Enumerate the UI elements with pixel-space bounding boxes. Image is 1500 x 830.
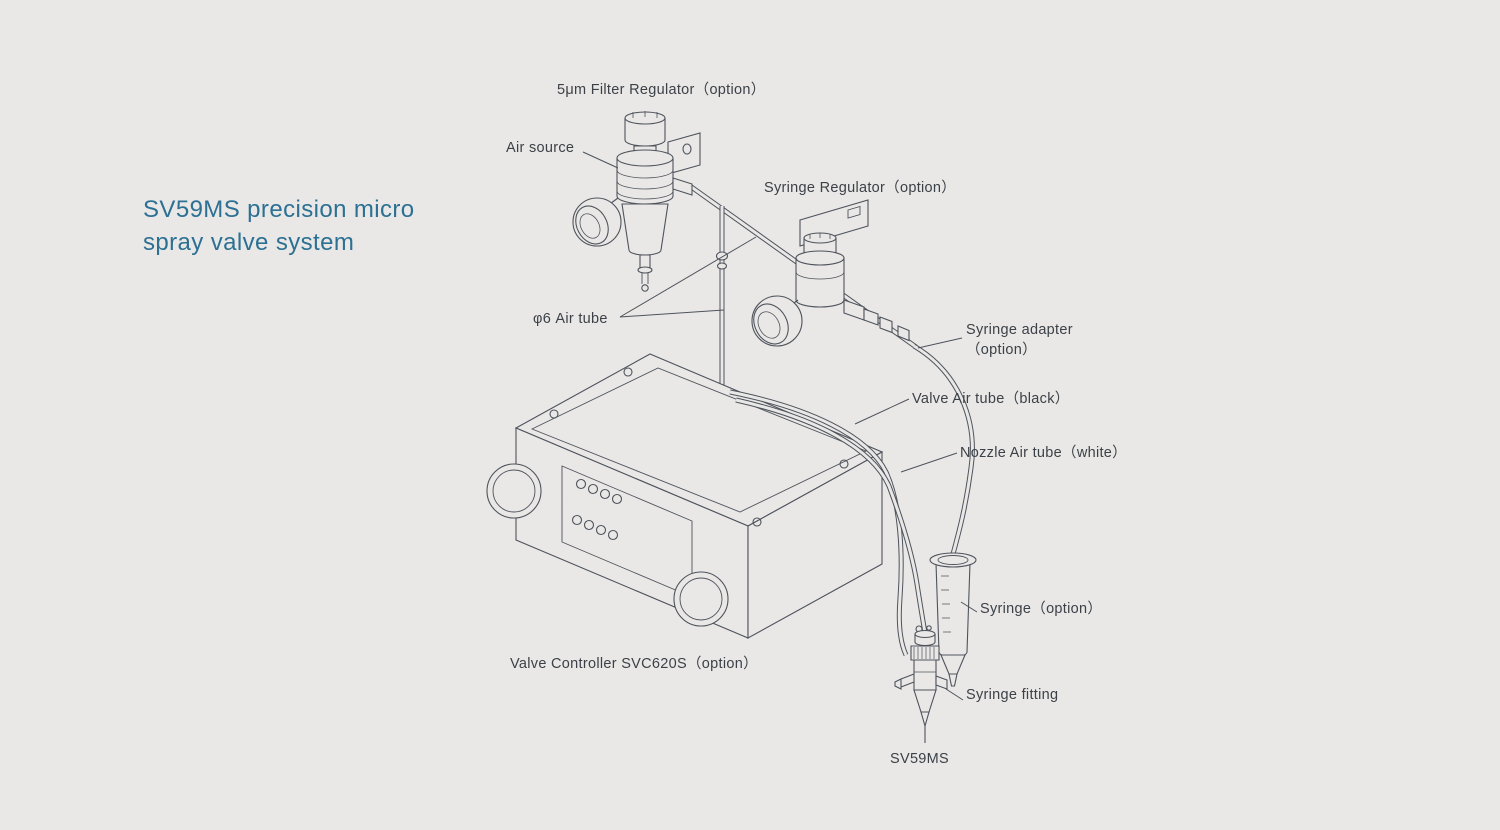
- label-syringe-fitting: Syringe fitting: [966, 687, 1059, 703]
- label-syringe-adapter-line2: （option）: [966, 342, 1037, 358]
- page-title: SV59MS precision micro spray valve syste…: [143, 193, 415, 259]
- label-nozzle-air-tube: Nozzle Air tube（white）: [960, 445, 1127, 461]
- page-title-line1: SV59MS precision micro: [143, 196, 415, 223]
- page-title-line2: spray valve system: [143, 229, 355, 256]
- label-syringe-adapter: Syringe adapter （option）: [966, 320, 1073, 360]
- label-valve-air-tube: Valve Air tube（black）: [912, 391, 1070, 407]
- valve-nozzle-tubes-drawing: [729, 389, 930, 657]
- syringe-adapter-drawing: [879, 316, 910, 342]
- label-syringe-regulator: Syringe Regulator（option）: [764, 180, 957, 196]
- filter-regulator-drawing: [572, 111, 701, 292]
- label-valve-controller: Valve Controller SVC620S（option）: [510, 656, 758, 672]
- label-air-source: Air source: [506, 140, 575, 156]
- syringe-tube-drawing: [912, 343, 975, 555]
- valve-controller-drawing: [486, 353, 884, 639]
- label-syringe: Syringe（option）: [980, 601, 1103, 617]
- label-sv59ms: SV59MS: [890, 751, 950, 767]
- spray-valve-drawing: [894, 625, 948, 743]
- label-air-tube: φ6 Air tube: [533, 311, 608, 327]
- label-syringe-adapter-line1: Syringe adapter: [966, 322, 1073, 338]
- syringe-regulator-drawing: [751, 199, 879, 347]
- label-filter-regulator: 5μm Filter Regulator（option）: [557, 82, 766, 98]
- syringe-drawing: [929, 552, 977, 687]
- leader-lines: [582, 151, 978, 701]
